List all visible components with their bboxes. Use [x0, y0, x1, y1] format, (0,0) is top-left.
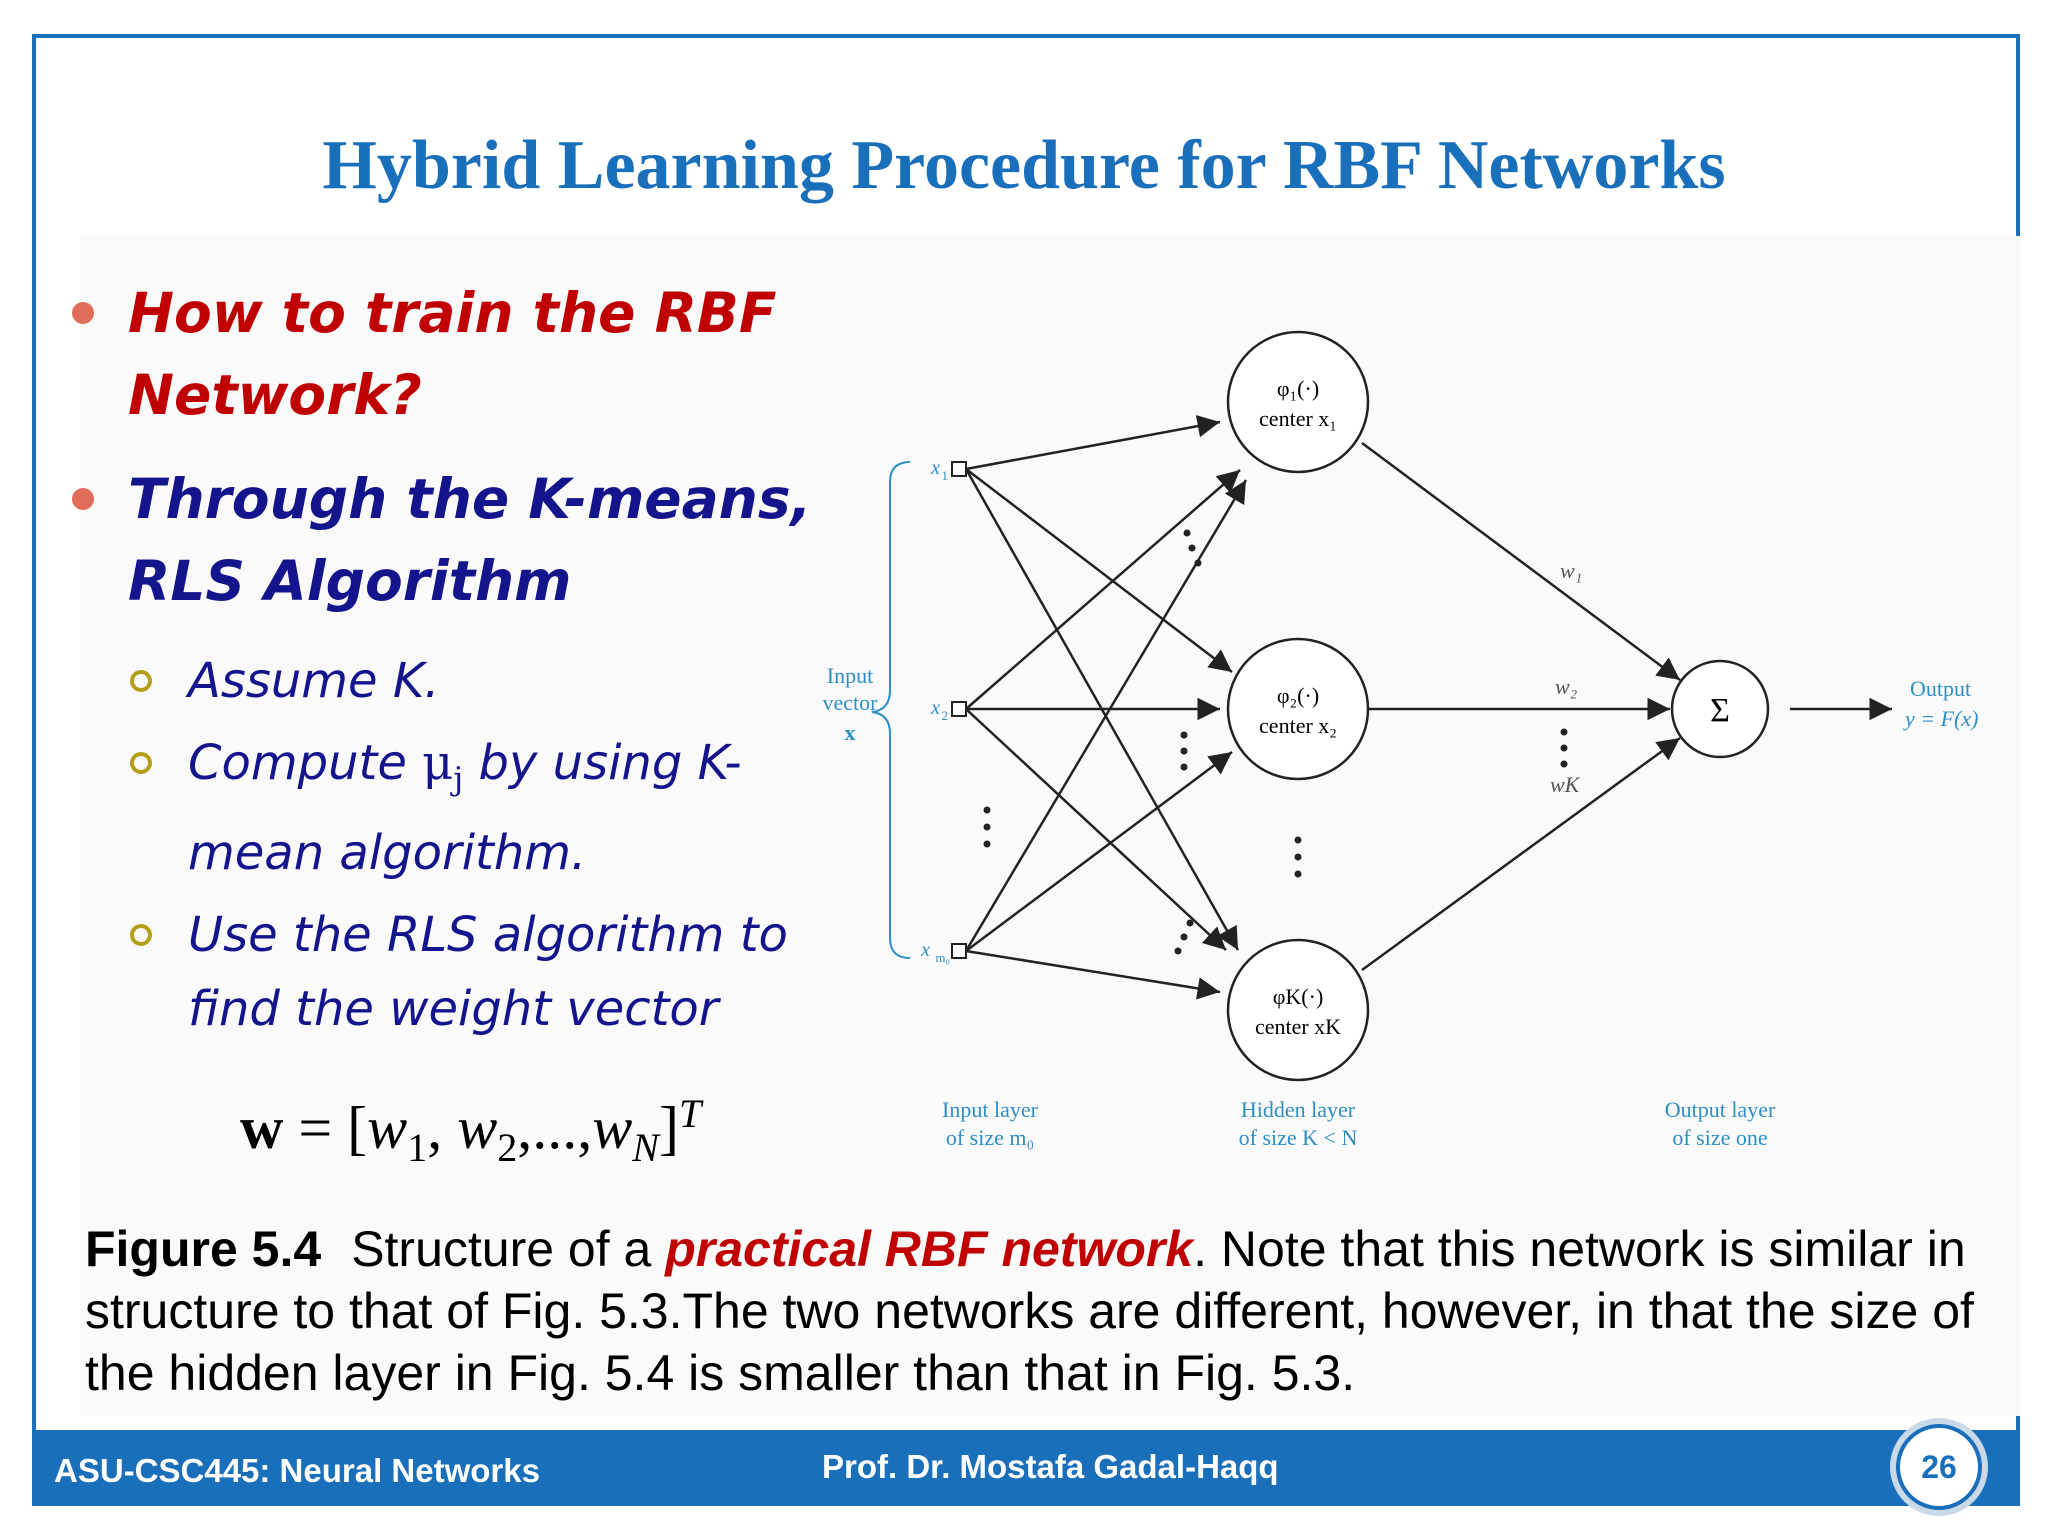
caption-pre: Structure of a [351, 1221, 666, 1277]
bullet-dot-icon [72, 488, 94, 510]
figure-number: Figure 5.4 [85, 1221, 322, 1277]
weight-vector-formula: w = [w1, w2,...,wN]T [240, 1091, 702, 1170]
input-sym-m0: x [920, 939, 930, 961]
hidden-node-k: φK(·) center xK [1226, 938, 1370, 1082]
subbullet-ring-icon [130, 923, 152, 946]
formula-sub1: 1 [407, 1125, 428, 1170]
sum-node: Σ [1670, 659, 1770, 759]
weight-label-2: w₂ [1555, 674, 1578, 699]
hidden-layer-label-2: of size K < N [1239, 1125, 1358, 1150]
input-vector-label-2: vector [823, 690, 879, 715]
input-brace [871, 461, 911, 959]
hidden-phi-1: φ₁(·) [1277, 376, 1319, 401]
input-node-1: x 1 [930, 457, 967, 483]
formula-w1: w [367, 1095, 408, 1161]
hidden-layer-label-1: Hidden layer [1241, 1097, 1356, 1122]
hidden-node-2: φ₂(·) center x₂ [1226, 637, 1370, 781]
bullet-text: How to train the RBF Network? [128, 281, 777, 427]
formula-wn: w [592, 1095, 633, 1161]
bullet-item-method: Through the K-means, RLS Algorithm [60, 458, 860, 622]
formula-close: ] [658, 1095, 679, 1161]
bullet-text: Through the K-means, RLS Algorithm [128, 467, 812, 613]
compute-post: by using K-mean algorithm. [188, 735, 742, 881]
hidden-center-k: center xK [1255, 1014, 1341, 1039]
hidden-phi-2: φ₂(·) [1277, 683, 1319, 708]
subbullet-ring-icon [130, 752, 152, 774]
output-layer-label-1: Output layer [1665, 1097, 1776, 1122]
rbf-network-diagram: Input vector x x 1 x 2 x m₀ φ₁(· [823, 330, 1978, 1150]
footer-author: Prof. Dr. Mostafa Gadal-Haqq [822, 1448, 1279, 1485]
bullet-list: How to train the RBF Network? Through th… [60, 272, 860, 1054]
output-layer-label-2: of size one [1672, 1125, 1767, 1150]
input-square-m0 [951, 943, 967, 959]
input-sub-2: 2 [942, 708, 949, 723]
hidden-phi-k: φK(·) [1273, 984, 1324, 1009]
input-sub-1: 1 [942, 468, 949, 483]
subbullet-text: Compute μj by using K-mean algorithm. [188, 726, 860, 890]
input-vector-label-1: Input [827, 663, 873, 688]
input-sym-1: x [930, 457, 940, 479]
input-square-1 [951, 461, 967, 477]
hidden-center-1: center x₁ [1259, 406, 1337, 431]
formula-w2: w [457, 1095, 498, 1161]
output-label-1: Output [1910, 676, 1971, 701]
subbullet-text: Assume K. [188, 653, 440, 709]
bullet-item-question: How to train the RBF Network? [60, 272, 860, 436]
mu-symbol: μ [422, 735, 454, 791]
input-sym-2: x [930, 697, 940, 719]
formula-w-bold: w [240, 1095, 284, 1161]
weight-label-1: w₁ [1560, 558, 1582, 583]
mu-subscript: j [453, 759, 464, 798]
subbullet-compute: Compute μj by using K-mean algorithm. [60, 726, 860, 890]
slide-title: Hybrid Learning Procedure for RBF Networ… [322, 127, 1726, 204]
subbullet-text: Use the RLS algorithm to find the weight… [188, 906, 788, 1037]
footer-bar: ASU-CSC445: Neural Networks Prof. Dr. Mo… [32, 1430, 2020, 1506]
input-sub-m0: m₀ [935, 950, 950, 965]
input-layer-label-2: of size m₀ [946, 1125, 1034, 1150]
subbullet-rls: Use the RLS algorithm to find the weight… [60, 898, 860, 1046]
formula-eq: = [ [283, 1095, 368, 1161]
edge-dots [1174, 529, 1202, 955]
formula-ellipsis: ,..., [517, 1095, 593, 1161]
hidden-output-edges [1361, 441, 1892, 972]
formula-sub2: 2 [497, 1125, 518, 1170]
content-area [80, 236, 2020, 1416]
input-vector-label-3: x [845, 720, 856, 745]
input-hidden-edges [964, 415, 1248, 1000]
input-node-m0: x m₀ [920, 939, 967, 965]
subbullet-ring-icon [130, 670, 152, 692]
input-node-2: x 2 [930, 697, 967, 723]
caption-post: . Note that this network is similar in s… [85, 1221, 1974, 1401]
figure-caption: Figure 5.4 Structure of a practical RBF n… [85, 1218, 2005, 1404]
page-number-badge: 26 [1896, 1424, 1982, 1510]
hidden-dots [1294, 836, 1302, 878]
caption-highlight: practical RBF network [665, 1221, 1194, 1277]
subbullet-assume: Assume K. [60, 644, 860, 718]
compute-pre: Compute [188, 735, 423, 791]
formula-subn: N [632, 1125, 659, 1170]
bullet-dot-icon [72, 302, 94, 324]
weight-dots [1560, 728, 1568, 768]
input-layer-label-1: Input layer [942, 1097, 1039, 1122]
hidden-node-1: φ₁(·) center x₁ [1226, 330, 1370, 474]
sigma-icon: Σ [1710, 692, 1730, 729]
input-square-2 [951, 701, 967, 717]
input-dots [983, 806, 991, 848]
footer-course: ASU-CSC445: Neural Networks [54, 1452, 540, 1489]
formula-sup: T [678, 1091, 702, 1136]
output-label-2: y = F(x) [1903, 706, 1978, 731]
hidden-center-2: center x₂ [1259, 713, 1337, 738]
weight-label-k: wK [1550, 772, 1581, 797]
